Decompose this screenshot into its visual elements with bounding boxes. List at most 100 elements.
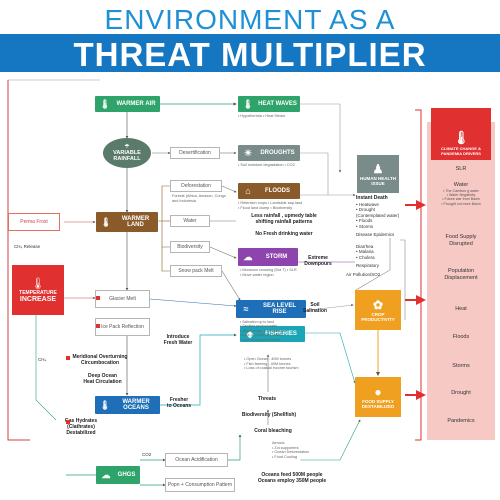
- right-panel-item-label: Population Displacement: [444, 268, 478, 281]
- ghgs-label: GHGS: [117, 472, 136, 478]
- right-panel-item-label: Drought: [451, 390, 471, 396]
- person-icon: ♟: [372, 162, 384, 176]
- right-panel: [427, 122, 495, 440]
- heat-waves-node: 🌡 HEAT WAVES: [238, 96, 300, 112]
- house-flood-icon: ⌂: [245, 186, 251, 196]
- glacier-melt-box: Glacier Melt: [95, 290, 150, 308]
- thermometer-icon: 🌡: [99, 399, 111, 410]
- right-panel-item-label: Storms: [452, 363, 470, 369]
- less-rainfall-label: Less rainfall , upmedy table shifting ra…: [251, 213, 317, 225]
- marker-square: [96, 296, 100, 300]
- co2-label: CO2: [142, 452, 152, 457]
- floods-node: ⌂ FLOODS: [238, 183, 300, 199]
- wheat-icon: ✿: [372, 298, 384, 312]
- storm-sub: • Monsoon crossing (Dia T) • SLR • Move …: [240, 268, 297, 277]
- title-top: ENVIRONMENT AS A: [104, 4, 396, 35]
- droughts-node: ☀ DROUGHTS: [238, 145, 300, 161]
- variable-rainfall-node: ☂ VARIABLE RAINFALL: [103, 138, 151, 168]
- floods-sub: • Retention crops • Landslide sap-land •…: [238, 201, 303, 210]
- biodiversity-shellfish-label: Biodiversity (Shellfish): [241, 412, 297, 418]
- extreme-downpours-label: Extreme Downpours: [304, 255, 332, 267]
- storm-node: ☁ STORM: [238, 248, 298, 266]
- thermometer-icon: 🌡: [242, 98, 254, 109]
- right-panel-item: SLR: [427, 166, 495, 173]
- heat-waves-sub: • Hypothermia • Heat Stroke: [238, 114, 286, 118]
- ghgs-node: ☁ GHGS: [96, 466, 140, 484]
- introduce-fresh-label: Introduce Fresh Water: [163, 334, 193, 346]
- human-health-node: ♟ HUMAN HEALTH ISSUE: [357, 155, 399, 193]
- human-health-label: HUMAN HEALTH ISSUE: [360, 176, 396, 186]
- marker-square: [96, 324, 100, 328]
- coral-bleaching-label: Coral bleaching: [254, 428, 292, 434]
- crop-productivity-label: CROP PRODUCTIVITY: [361, 312, 395, 322]
- soil-salination-label: Soil Salination: [303, 302, 327, 314]
- perma-frost-box: Perma Frost: [8, 213, 60, 231]
- right-panel-header: 🌡 CLIMATE CHANGE & PANDEMIA DRIVERS: [431, 108, 491, 160]
- food-supply-node: ● FOOD SUPPLY DESTABILIZED: [355, 377, 401, 417]
- deep-ocean-label: Deep Ocean Heat Circulation: [83, 373, 122, 385]
- temperature-increase-node: 🌡 TEMPERATURE INCREASE: [12, 265, 64, 315]
- title-band: [0, 34, 500, 72]
- right-panel-item: Water• The Carribus g water • Water Nega…: [427, 182, 495, 206]
- water-box: Water: [170, 215, 210, 227]
- droughts-label: DROUGHTS: [260, 150, 295, 156]
- rain-icon: ☂: [124, 144, 130, 150]
- desertification-box: Desertification: [170, 147, 220, 159]
- title-main: THREAT MULTIPLIER: [73, 36, 427, 73]
- fisheries-label: FISHERIES: [265, 331, 297, 337]
- thermometer-icon: 🌡: [100, 216, 112, 227]
- right-panel-item-sub: • The Carribus g water • Water Negativit…: [441, 188, 481, 206]
- respiratory-label: Respiratory: [356, 263, 380, 268]
- gas-icon: ☁: [101, 469, 111, 480]
- warmer-oceans-label: WARMER OCEANS: [122, 399, 150, 411]
- right-panel-item: Drought: [427, 390, 495, 397]
- temperature-label: TEMPERATURE: [19, 290, 57, 296]
- warmer-air-label: WARMER AIR: [116, 101, 156, 107]
- storm-icon: ☁: [243, 251, 253, 262]
- right-panel-item: Heat: [427, 306, 495, 313]
- slr-sub: • Salination up to land • Sardinia produ…: [240, 320, 288, 342]
- deforestation-box: Deforestation: [170, 180, 222, 192]
- diarrhea-label: Diarrhea • Malaria • Cholera: [356, 244, 375, 260]
- marker-square: [66, 356, 70, 360]
- biodiversity-box: Biodiversity: [170, 241, 210, 253]
- variable-rainfall-label: VARIABLE RAINFALL: [113, 150, 141, 162]
- warmer-land-label: WARMER LAND: [121, 216, 150, 228]
- right-panel-item: Floods: [427, 334, 495, 341]
- right-panel-item-label: SLR: [455, 166, 467, 172]
- disease-epidemics-label: Disease Epidemics: [356, 232, 395, 237]
- pop-consumption-box: Popn + Consumption Pattern: [165, 478, 235, 492]
- waves-icon: ≈: [243, 304, 249, 314]
- increase-label: INCREASE: [19, 296, 57, 303]
- air-pollution-label: Air Pollution/SO2: [346, 272, 381, 277]
- deforestation-sub: Forests (Africa, Amazon, Congo and Indon…: [172, 194, 226, 203]
- aerosic-sub: Aerosic • Zoi supporters • Ocean Defores…: [272, 441, 310, 460]
- oceans-feed-label: Oceans feed 500M people Oceans employ 35…: [257, 472, 327, 484]
- thermometer-icon: 🌡: [452, 130, 470, 145]
- fish-icon: ◆: [246, 328, 254, 339]
- fresher-oceans-label: Fresher to Oceans: [166, 397, 192, 409]
- right-panel-item: Food Supply Disrupted: [427, 234, 495, 247]
- gas-hydrates-label: Gas Hydrates (Clathrates) Destabilized: [65, 418, 98, 436]
- sea-level-rise-node: ≈ SEA LEVEL RISE: [236, 300, 306, 318]
- right-panel-item-label: Pandemics: [447, 418, 475, 424]
- right-panel-item: Population Displacement: [427, 268, 495, 281]
- fisheries-sub: • Open Ocean - 40M tonnes • Fish farming…: [244, 357, 299, 371]
- sun-icon: ☀: [243, 147, 253, 158]
- storm-label: STORM: [265, 254, 288, 260]
- crop-productivity-node: ✿ CROP PRODUCTIVITY: [355, 290, 401, 330]
- ch4-label: CH₄: [38, 357, 47, 362]
- warmer-oceans-node: 🌡 WARMER OCEANS: [95, 396, 160, 414]
- droughts-sub: • Soil moisture degradation • CO2: [238, 163, 295, 167]
- warmer-land-node: 🌡 WARMER LAND: [96, 212, 158, 232]
- meridional-label: Meridional Overturning Circumbocation: [72, 354, 128, 366]
- sea-level-rise-label: SEA LEVEL RISE: [262, 303, 297, 315]
- ch4-release-label: CH₄ Release: [14, 244, 41, 249]
- right-panel-header-label: CLIMATE CHANGE & PANDEMIA DRIVERS: [441, 146, 481, 156]
- floods-label: FLOODS: [265, 188, 290, 194]
- snow-pack-melt-box: Snow pack Melt: [170, 265, 222, 277]
- thermometer-icon: 🌡: [31, 278, 45, 290]
- thermometer-icon: 🌡: [99, 98, 111, 109]
- threats-label: Threats: [257, 396, 277, 402]
